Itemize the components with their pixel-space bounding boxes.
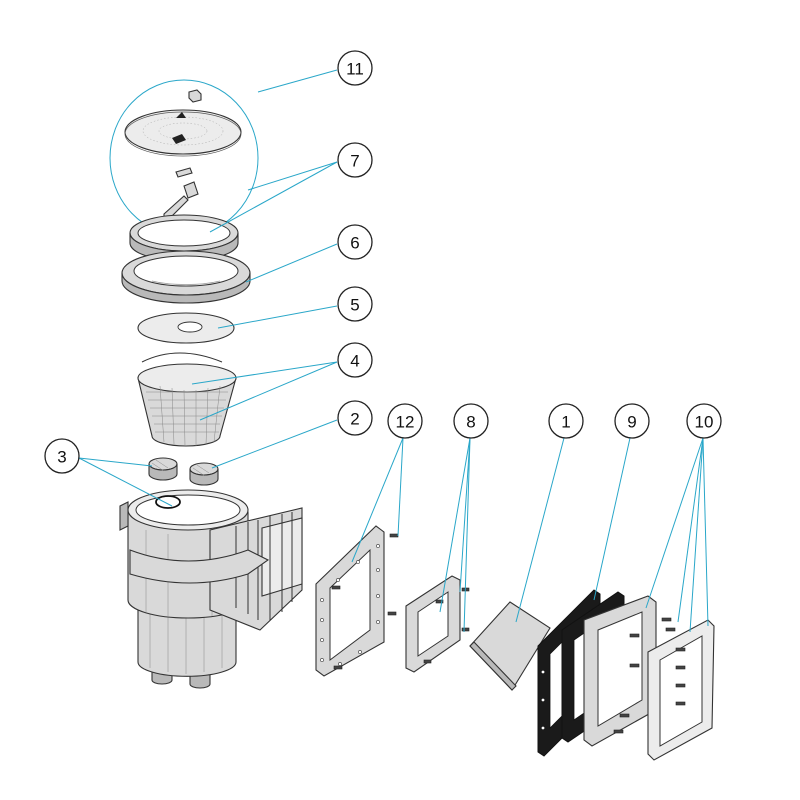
part-4-basket-body — [137, 377, 237, 447]
svg-text:12: 12 — [396, 413, 415, 432]
part-10-screws — [613, 617, 686, 734]
part-4-basket-group — [137, 352, 237, 447]
part-12-screw — [331, 585, 341, 590]
part-8-frame — [405, 575, 470, 673]
skimmer-plug-port — [155, 495, 181, 509]
part-5-disc-group — [137, 312, 235, 344]
svg-text:1: 1 — [561, 413, 570, 432]
skimmer-top-opening — [135, 494, 241, 526]
skimmer-body — [119, 489, 303, 689]
part-7-ring-inner — [137, 219, 231, 247]
svg-text:6: 6 — [350, 234, 359, 253]
callout-12: 12 — [387, 403, 423, 439]
skimmer-collar-band — [129, 549, 270, 584]
part-6-collar-wall — [121, 272, 251, 304]
part-12-screw — [389, 533, 399, 538]
part-11-lid-rim — [124, 111, 242, 157]
callout-4: 4 — [337, 342, 373, 378]
callout-10: 10 — [686, 403, 722, 439]
part-12-holes — [320, 544, 380, 666]
part-6-collar-detail — [151, 280, 221, 285]
part-10-faceplates — [583, 595, 715, 761]
callout-7: 7 — [337, 142, 373, 178]
part-3-plug — [148, 457, 178, 481]
part-11-latch — [183, 181, 199, 199]
svg-text:7: 7 — [350, 152, 359, 171]
leader-lines — [78, 69, 709, 633]
part-6-collar-group — [121, 250, 251, 304]
svg-text:2: 2 — [350, 410, 359, 429]
svg-text:8: 8 — [466, 413, 475, 432]
part-11-clip — [175, 167, 193, 178]
svg-text:11: 11 — [346, 60, 364, 79]
callout-2: 2 — [337, 400, 373, 436]
part-12-flange — [315, 525, 399, 677]
part-11-lid-slot-2 — [172, 134, 186, 144]
part-11-lid-group — [109, 79, 259, 237]
callout-5: 5 — [337, 286, 373, 322]
callout-1: 1 — [548, 403, 584, 439]
part-11-outline-circle — [109, 79, 259, 237]
skimmer-side-fitting — [119, 501, 129, 531]
svg-text:4: 4 — [350, 352, 359, 371]
part-11-lid-perforation-inner — [158, 122, 208, 140]
callout-9: 9 — [614, 403, 650, 439]
part-4-basket-rim — [137, 363, 237, 393]
part-1-weir — [469, 601, 551, 691]
part-8-screw — [435, 599, 444, 604]
callout-3: 3 — [44, 438, 80, 474]
svg-text:9: 9 — [627, 413, 636, 432]
part-6-collar-inner — [133, 255, 239, 287]
svg-text:10: 10 — [695, 413, 714, 432]
part-4-basket-handle — [141, 352, 223, 363]
callout-8: 8 — [453, 403, 489, 439]
part-12-screw — [387, 611, 397, 616]
part-11-lid-knob — [188, 89, 202, 103]
svg-text:5: 5 — [350, 296, 359, 315]
part-8-screw — [423, 659, 432, 664]
part-4-basket-mesh — [146, 385, 228, 447]
part-2-plug — [189, 462, 219, 486]
part-8-screw — [461, 627, 470, 632]
svg-text:3: 3 — [57, 448, 66, 467]
skimmer-lower-canister — [137, 599, 237, 677]
callout-6: 6 — [337, 224, 373, 260]
part-5-disc-hole — [177, 321, 203, 333]
part-12-screw — [333, 665, 343, 670]
callout-11: 11 — [337, 50, 373, 86]
part-11-lid-slot — [176, 112, 186, 118]
